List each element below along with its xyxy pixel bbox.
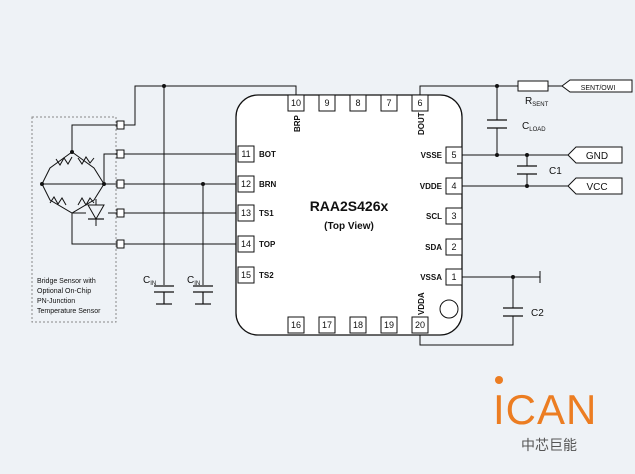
sent-label: SENT/OWI	[581, 85, 616, 92]
pin-20: 20	[415, 320, 425, 330]
pin-5: 5	[451, 150, 456, 160]
pin-10: 10	[291, 98, 301, 108]
diode-icon	[87, 199, 105, 226]
chip-name: RAA2S426x	[310, 198, 389, 214]
pin-13: 13	[241, 208, 251, 218]
pin-4: 4	[451, 181, 456, 191]
pin-2: 2	[451, 242, 456, 252]
pin-labels: BOT BRN TS1 TOP TS2 VSSE VDDE SCL SDA VS…	[259, 112, 443, 315]
c1-label: C1	[549, 166, 562, 177]
pin-14: 14	[241, 239, 251, 249]
logo-dot	[495, 376, 503, 384]
signal-labels: SENT/OWI GND VCC	[581, 85, 616, 193]
bridge-sensor	[41, 151, 105, 214]
pin-numbers: 10 9 8 7 6 11 12 13 14 15 5 4 3 2 1 16 1…	[241, 98, 457, 330]
c2-label: C2	[531, 308, 544, 319]
sensor-box	[31, 116, 117, 323]
sensor-caption: Bridge Sensor with Optional On-Chip PN-J…	[37, 278, 101, 315]
pin-16: 16	[291, 320, 301, 330]
pin-1: 1	[451, 272, 456, 282]
sensor-connectors	[116, 120, 125, 249]
caption-line-3: PN-Junction	[37, 298, 75, 305]
label-vdde: VDDE	[420, 182, 443, 191]
svg-text:RSENT: RSENT	[525, 96, 549, 108]
label-ts2: TS2	[259, 271, 274, 280]
cin1-label: C	[143, 275, 150, 286]
cload-label: C	[522, 121, 529, 132]
component-labels: RSENT CLOAD C1 C2 CIN CIN	[143, 96, 562, 319]
pin-15: 15	[241, 270, 251, 280]
pin-boxes	[237, 94, 463, 334]
caption-line-1: Bridge Sensor with	[37, 278, 96, 285]
pin-19: 19	[384, 320, 394, 330]
cin2-label: C	[187, 275, 194, 286]
rsent-resistor	[517, 80, 549, 92]
sent-tag	[561, 79, 633, 93]
label-scl: SCL	[426, 212, 442, 221]
pin-9: 9	[324, 98, 329, 108]
label-vssa: VSSA	[420, 273, 442, 282]
pin-3: 3	[451, 211, 456, 221]
wires	[42, 85, 568, 346]
label-vdda: VDDA	[417, 292, 426, 315]
pin-7: 7	[386, 98, 391, 108]
cin-capacitors	[154, 285, 213, 305]
gnd-label: GND	[586, 151, 608, 162]
label-bot: BOT	[259, 150, 276, 159]
cload-sub: LOAD	[529, 127, 546, 133]
rsent-sub: SENT	[532, 102, 548, 108]
pin-17: 17	[322, 320, 332, 330]
pin-11: 11	[241, 149, 250, 159]
gnd-tag	[567, 146, 623, 164]
cin2-sub: IN	[194, 281, 200, 287]
vcc-label: VCC	[586, 182, 607, 193]
label-dout: DOUT	[417, 112, 426, 135]
logo-subtitle: 中芯巨能	[521, 437, 577, 453]
label-sda: SDA	[425, 243, 442, 252]
pin1-indicator	[439, 299, 459, 319]
caption-line-2: Optional On-Chip	[37, 288, 91, 295]
output-capacitors	[487, 119, 537, 317]
signal-tags	[561, 79, 633, 195]
pin-18: 18	[353, 320, 363, 330]
caption-line-4: Temperature Sensor	[37, 308, 101, 315]
label-ts1: TS1	[259, 209, 274, 218]
pin-8: 8	[355, 98, 360, 108]
label-top: TOP	[259, 240, 276, 249]
label-brn: BRN	[259, 180, 277, 189]
pin-12: 12	[241, 179, 251, 189]
svg-text:CIN: CIN	[143, 275, 156, 287]
rsent-label: R	[525, 96, 532, 107]
svg-text:CIN: CIN	[187, 275, 200, 287]
cin1-sub: IN	[150, 281, 156, 287]
pin-6: 6	[417, 98, 422, 108]
label-brp: BRP	[293, 114, 302, 132]
ican-logo: ICAN 中芯巨能	[493, 376, 597, 453]
chip-view: (Top View)	[324, 221, 374, 232]
label-vsse: VSSE	[421, 151, 443, 160]
vcc-tag	[567, 177, 623, 195]
logo-text: ICAN	[493, 386, 597, 433]
svg-text:CLOAD: CLOAD	[522, 121, 546, 133]
